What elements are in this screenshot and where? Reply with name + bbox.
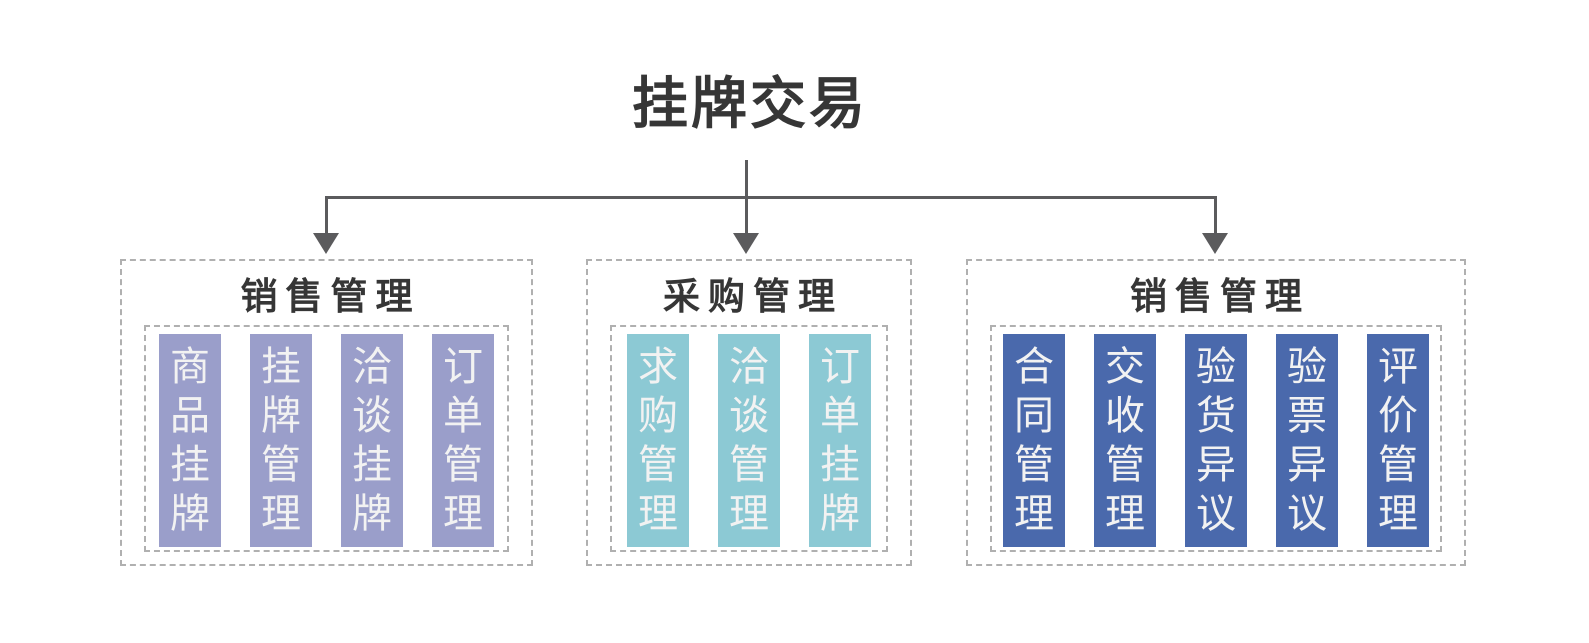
group-title: 销售管理 — [1130, 276, 1310, 317]
module-bar-char: 理 — [1378, 492, 1418, 536]
module-bar-char: 理 — [638, 492, 678, 536]
module-bar-char: 理 — [729, 492, 769, 536]
connector-stem-right — [1214, 196, 1217, 235]
module-bar: 商品挂牌 — [159, 334, 221, 547]
arrow-down-icon — [733, 233, 759, 254]
module-bar-char: 挂 — [352, 443, 392, 487]
module-bar-char: 洽 — [352, 345, 392, 389]
module-bar-char: 价 — [1378, 394, 1418, 438]
module-bar-char: 管 — [1105, 443, 1145, 487]
module-bar-char: 牌 — [261, 394, 301, 438]
group-bars: 合同管理交收管理验货异议验票异议评价管理 — [990, 325, 1442, 552]
module-bar-char: 管 — [638, 443, 678, 487]
module-bar-char: 同 — [1014, 394, 1054, 438]
module-bar-char: 牌 — [170, 492, 210, 536]
group-bars: 商品挂牌挂牌管理洽谈挂牌订单管理 — [144, 325, 509, 552]
module-bar: 交收管理 — [1094, 334, 1156, 547]
module-bar-char: 异 — [1196, 443, 1236, 487]
module-bar-char: 收 — [1105, 394, 1145, 438]
module-bar-char: 议 — [1287, 492, 1327, 536]
connector-horizontal — [326, 196, 1217, 199]
module-bar-char: 商 — [170, 345, 210, 389]
module-bar-char: 议 — [1196, 492, 1236, 536]
module-bar-char: 验 — [1196, 345, 1236, 389]
module-bar: 挂牌管理 — [250, 334, 312, 547]
module-bar-char: 管 — [729, 443, 769, 487]
module-bar: 订单管理 — [432, 334, 494, 547]
connector-stem-left — [325, 196, 328, 235]
module-bar-char: 票 — [1287, 394, 1327, 438]
module-bar-char: 交 — [1105, 345, 1145, 389]
diagram-root-title: 挂牌交易 — [632, 72, 868, 135]
module-bar-char: 验 — [1287, 345, 1327, 389]
module-bar-char: 异 — [1287, 443, 1327, 487]
module-bar-char: 谈 — [729, 394, 769, 438]
module-bar-char: 单 — [443, 394, 483, 438]
module-bar-char: 挂 — [170, 443, 210, 487]
module-bar: 验票异议 — [1276, 334, 1338, 547]
group-box-sales-right: 销售管理 合同管理交收管理验货异议验票异议评价管理 — [966, 259, 1466, 566]
module-bar-char: 牌 — [820, 492, 860, 536]
arrow-down-icon — [1202, 233, 1228, 254]
module-bar-char: 求 — [638, 345, 678, 389]
module-bar-char: 购 — [638, 394, 678, 438]
module-bar-char: 管 — [1014, 443, 1054, 487]
group-title: 采购管理 — [663, 276, 843, 317]
group-box-sales-left: 销售管理 商品挂牌挂牌管理洽谈挂牌订单管理 — [120, 259, 533, 566]
module-bar-char: 挂 — [820, 443, 860, 487]
module-bar-char: 挂 — [261, 345, 301, 389]
module-bar-char: 货 — [1196, 394, 1236, 438]
module-bar-char: 理 — [261, 492, 301, 536]
module-bar: 验货异议 — [1185, 334, 1247, 547]
group-bars: 求购管理洽谈管理订单挂牌 — [610, 325, 888, 552]
module-bar-char: 谈 — [352, 394, 392, 438]
module-bar-char: 管 — [443, 443, 483, 487]
module-bar: 订单挂牌 — [809, 334, 871, 547]
module-bar-char: 品 — [170, 394, 210, 438]
arrow-down-icon — [313, 233, 339, 254]
module-bar-char: 洽 — [729, 345, 769, 389]
module-bar-char: 理 — [1014, 492, 1054, 536]
module-bar: 求购管理 — [627, 334, 689, 547]
module-bar-char: 理 — [1105, 492, 1145, 536]
module-bar: 洽谈管理 — [718, 334, 780, 547]
module-bar-char: 单 — [820, 394, 860, 438]
module-bar-char: 理 — [443, 492, 483, 536]
module-bar: 洽谈挂牌 — [341, 334, 403, 547]
module-bar: 评价管理 — [1367, 334, 1429, 547]
module-bar: 合同管理 — [1003, 334, 1065, 547]
module-bar-char: 订 — [820, 345, 860, 389]
group-box-purchase: 采购管理 求购管理洽谈管理订单挂牌 — [586, 259, 912, 566]
module-bar-char: 评 — [1378, 345, 1418, 389]
module-bar-char: 管 — [1378, 443, 1418, 487]
module-bar-char: 牌 — [352, 492, 392, 536]
module-bar-char: 合 — [1014, 345, 1054, 389]
group-title: 销售管理 — [240, 276, 421, 317]
module-bar-char: 订 — [443, 345, 483, 389]
module-bar-char: 管 — [261, 443, 301, 487]
